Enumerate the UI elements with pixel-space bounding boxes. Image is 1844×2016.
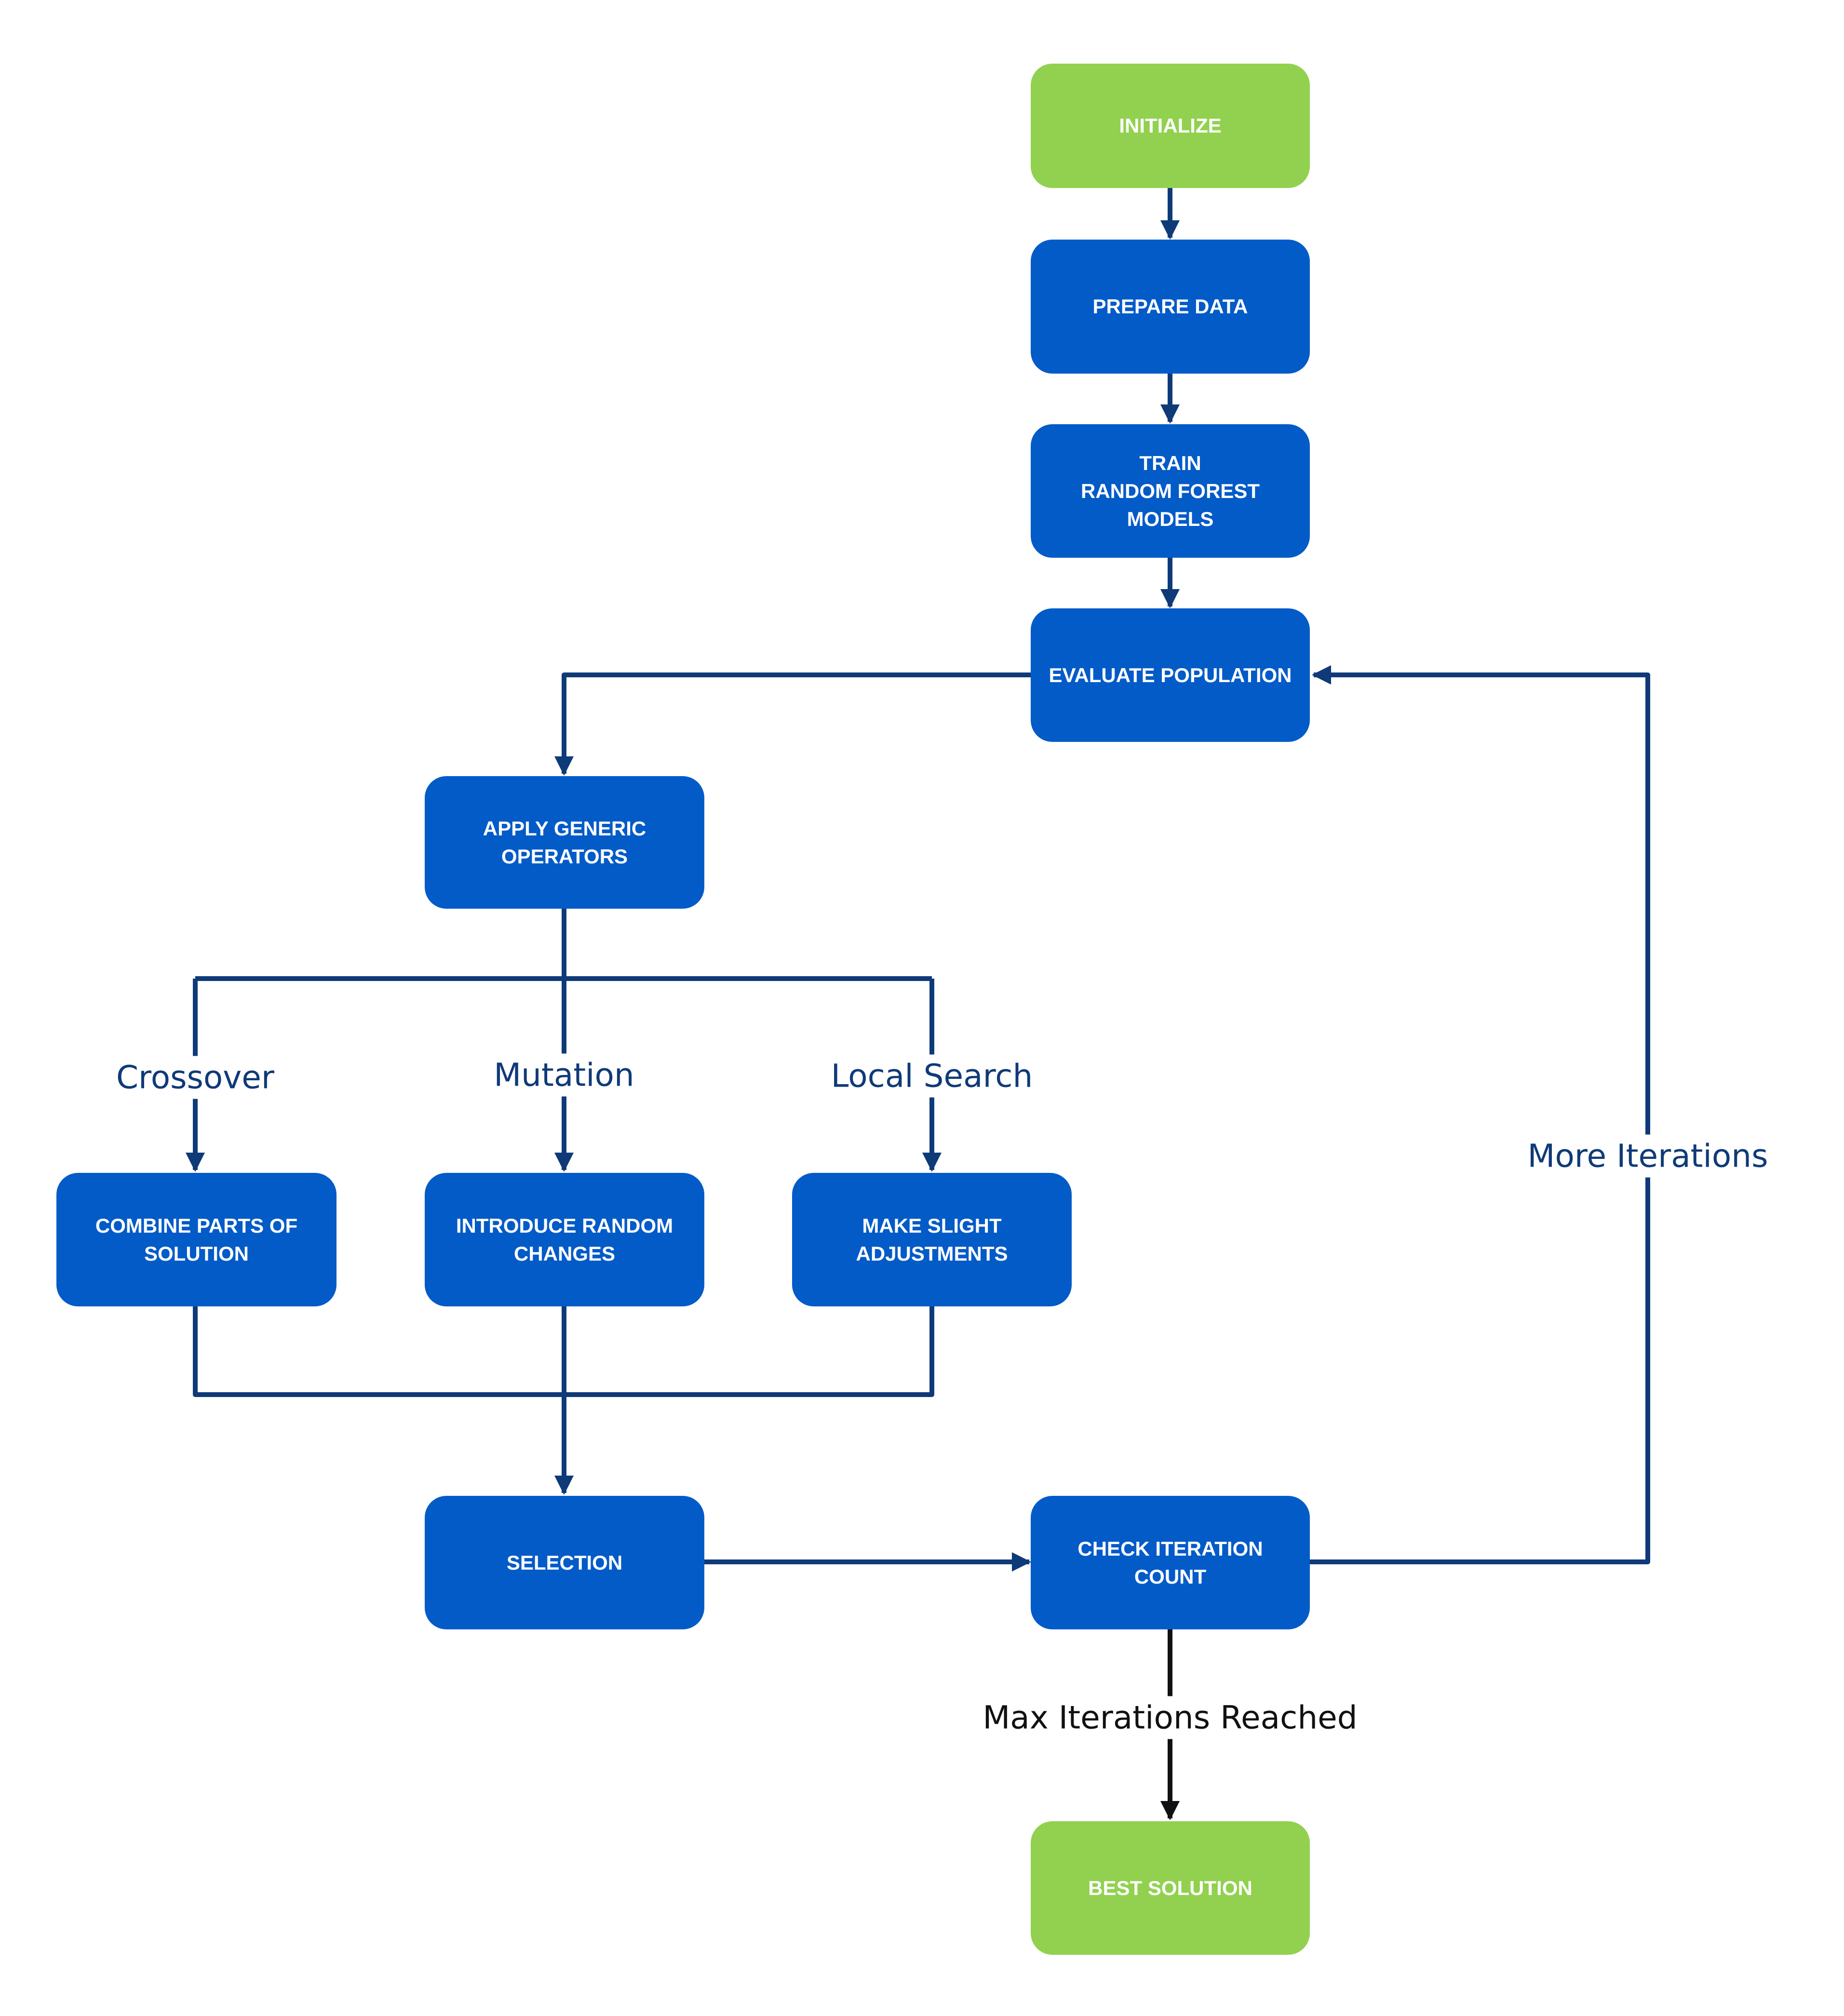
evaluate-population-node: EVALUATE POPULATION [1031, 608, 1310, 742]
edge-evaluate-apply [554, 672, 1031, 776]
check-iteration-node: CHECK ITERATION COUNT [1031, 1496, 1310, 1629]
mutation-label: Mutation [485, 1053, 643, 1097]
apply-operators-node: APPLY GENERIC OPERATORS [425, 776, 704, 909]
prepare-data-node: PREPARE DATA [1031, 240, 1310, 374]
train-models-node: TRAIN RANDOM FOREST MODELS [1031, 424, 1310, 558]
make-adjustments-node: MAKE SLIGHT ADJUSTMENTS [792, 1173, 1072, 1306]
local-search-label: Local Search [822, 1054, 1042, 1098]
crossover-label: Crossover [107, 1056, 283, 1099]
selection-node: SELECTION [425, 1496, 704, 1629]
best-solution-node: BEST SOLUTION [1031, 1821, 1310, 1955]
introduce-changes-node: INTRODUCE RANDOM CHANGES [425, 1173, 704, 1306]
max-iterations-label: Max Iterations Reached [974, 1696, 1366, 1739]
more-iterations-label: More Iterations [1519, 1134, 1777, 1178]
initialize-node: INITIALIZE [1031, 64, 1310, 188]
combine-parts-node: COMBINE PARTS OF SOLUTION [56, 1173, 336, 1306]
edge-more-iterations [1310, 665, 1650, 1564]
